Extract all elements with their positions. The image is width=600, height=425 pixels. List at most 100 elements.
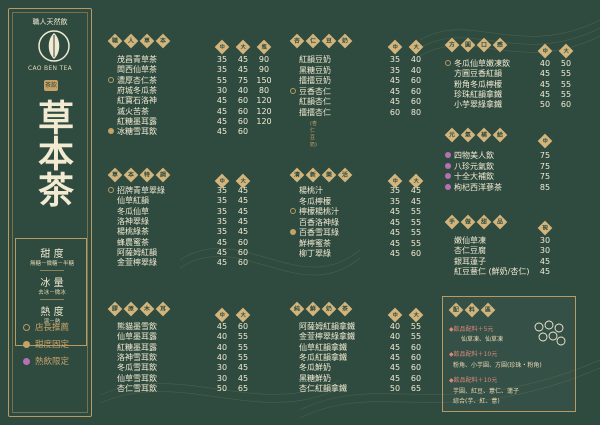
size-header: 大 <box>235 302 251 323</box>
recommended-icon <box>23 324 30 331</box>
section-title: 元氣補給 <box>444 127 508 143</box>
item-name: 冬瓜仙草 <box>117 206 149 216</box>
item-price: 55 <box>237 342 249 352</box>
addon-items-10-a: 粉角、小芋圓、方圓(珍珠・粉角) <box>453 362 542 369</box>
section-title: 草本特調 <box>107 167 171 183</box>
brand-tagline: 職人天然飲 <box>32 18 68 26</box>
item-name: 杏仁豆腐 <box>454 246 486 256</box>
item-price: 45 <box>216 322 228 331</box>
item-price: 35 <box>216 186 228 195</box>
item-price: 55 <box>560 89 572 99</box>
fixed-sweet-icon <box>23 341 30 348</box>
hot-only-icon <box>445 183 451 190</box>
addon-box: 配 料 區 ◆飲品配料＋5元 仙草凍、仙草凍 ◆飲品配料＋10元 粉角、小芋圓、… <box>442 296 576 412</box>
item-price: 55 <box>237 332 249 342</box>
item-price: 35 <box>389 196 401 206</box>
item-price: 45 <box>389 238 401 248</box>
size-header: 大 <box>408 34 424 55</box>
item-price: 45 <box>389 217 401 227</box>
item-price: 35 <box>389 55 401 64</box>
size-header: 大 <box>408 302 424 323</box>
hot-only-icon <box>445 152 451 158</box>
addon-tier-10-a: ◆飲品配料＋10元 <box>449 351 498 358</box>
item-price: 55 <box>560 79 572 89</box>
item-price: 90 <box>258 65 270 75</box>
divider <box>40 270 64 271</box>
item-name: 金萱檸翠綠拿鐵 <box>299 332 355 342</box>
item-price: 55 <box>410 207 422 216</box>
section-title: 膠原木耳 <box>107 301 171 317</box>
size-header: 中 <box>537 38 553 59</box>
item-price: 30 <box>216 363 228 373</box>
item-price: 45 <box>216 106 228 116</box>
item-name: 百香洛神綠 <box>299 217 339 227</box>
item-price: 45 <box>389 207 401 216</box>
item-name: 紅韻豆奶 <box>299 55 331 64</box>
item-name: 嫩仙草凍 <box>454 236 486 245</box>
item-price: 45 <box>389 363 401 373</box>
item-price: 55 <box>410 238 422 248</box>
legend-recommended: 店長推薦 <box>23 321 91 333</box>
section-title: 方圓口感 <box>444 37 508 53</box>
item-name: 阿薩姆紅韻 <box>117 247 157 257</box>
item-name: 擂擂豆奶 <box>299 76 331 85</box>
item-price: 60 <box>410 76 422 85</box>
item-name: 楊桃綠茶 <box>117 227 149 237</box>
item-name: 仙草雪耳飲 <box>117 373 157 383</box>
item-name: 楊桃汁 <box>299 186 323 195</box>
item-name: 茂昌青草茶 <box>117 55 157 64</box>
item-price: 45 <box>216 237 228 247</box>
section-title: 杏仁豆奶 <box>289 33 353 49</box>
item-name: 仙草紅韻拿鐵 <box>299 342 347 352</box>
item-price: 60 <box>237 237 249 247</box>
item-name: 蜂農蜜茶 <box>117 237 149 247</box>
item-price: 45 <box>237 216 249 226</box>
item-price: 40 <box>410 65 422 75</box>
item-price: 40 <box>389 332 401 342</box>
item-price: 50 <box>539 100 551 110</box>
item-name: 紅糖墨耳露 <box>117 116 157 126</box>
heat-label: 熱 度 <box>40 307 64 318</box>
legend-hot-only: 熱飲限定 <box>23 355 91 367</box>
item-price: 45 <box>389 373 401 383</box>
size-header: 瓶 <box>256 34 272 55</box>
item-name: 濃厚杏仁茶 <box>117 75 157 85</box>
item-price: 60 <box>237 322 249 331</box>
item-price: 55 <box>410 217 422 227</box>
item-price: 45 <box>389 76 401 85</box>
item-price: 50 <box>389 383 401 393</box>
recommended-icon <box>290 87 296 94</box>
item-price: 35 <box>216 206 228 216</box>
addon-items-10-b: 芋圓、紅豆、薏仁、蓮子 <box>453 388 520 395</box>
item-price: 120 <box>256 116 272 126</box>
item-name: 柳丁翠綠 <box>299 249 331 258</box>
item-price: 60 <box>410 342 422 352</box>
item-name: 金萱檸翠綠 <box>117 258 157 268</box>
item-price: 45 <box>389 249 401 258</box>
tapioca-pearls-icon <box>534 320 566 346</box>
item-name: 十全大補飲 <box>454 172 494 181</box>
item-price: 60 <box>410 249 422 258</box>
recommended-icon <box>108 187 114 193</box>
item-name: 四物美人飲 <box>454 151 494 160</box>
item-price: 120 <box>256 106 272 116</box>
size-header: 大 <box>235 168 251 189</box>
item-price: 45 <box>216 127 228 137</box>
item-price: 45 <box>237 196 249 206</box>
item-name: 擂擂杏仁 <box>299 107 331 117</box>
item-price: 30 <box>539 246 551 256</box>
item-price: 40 <box>237 85 249 95</box>
sugar-value: 無糖－微糖－半糖 <box>29 261 74 267</box>
hot-only-icon <box>445 173 451 179</box>
ice-label: 冰 量 <box>40 278 64 289</box>
item-price: 35 <box>216 227 228 237</box>
item-price: 45 <box>389 352 401 362</box>
item-price: 60 <box>237 106 249 116</box>
size-header: 大 <box>235 34 251 55</box>
item-name: 豆香杏仁 <box>299 86 331 96</box>
brand-tag-badge: 茶飲 <box>44 80 58 91</box>
item-price: 45 <box>410 186 422 195</box>
item-price: 45 <box>539 266 551 276</box>
item-price: 75 <box>539 151 551 160</box>
fixed-sweet-icon <box>290 229 296 235</box>
